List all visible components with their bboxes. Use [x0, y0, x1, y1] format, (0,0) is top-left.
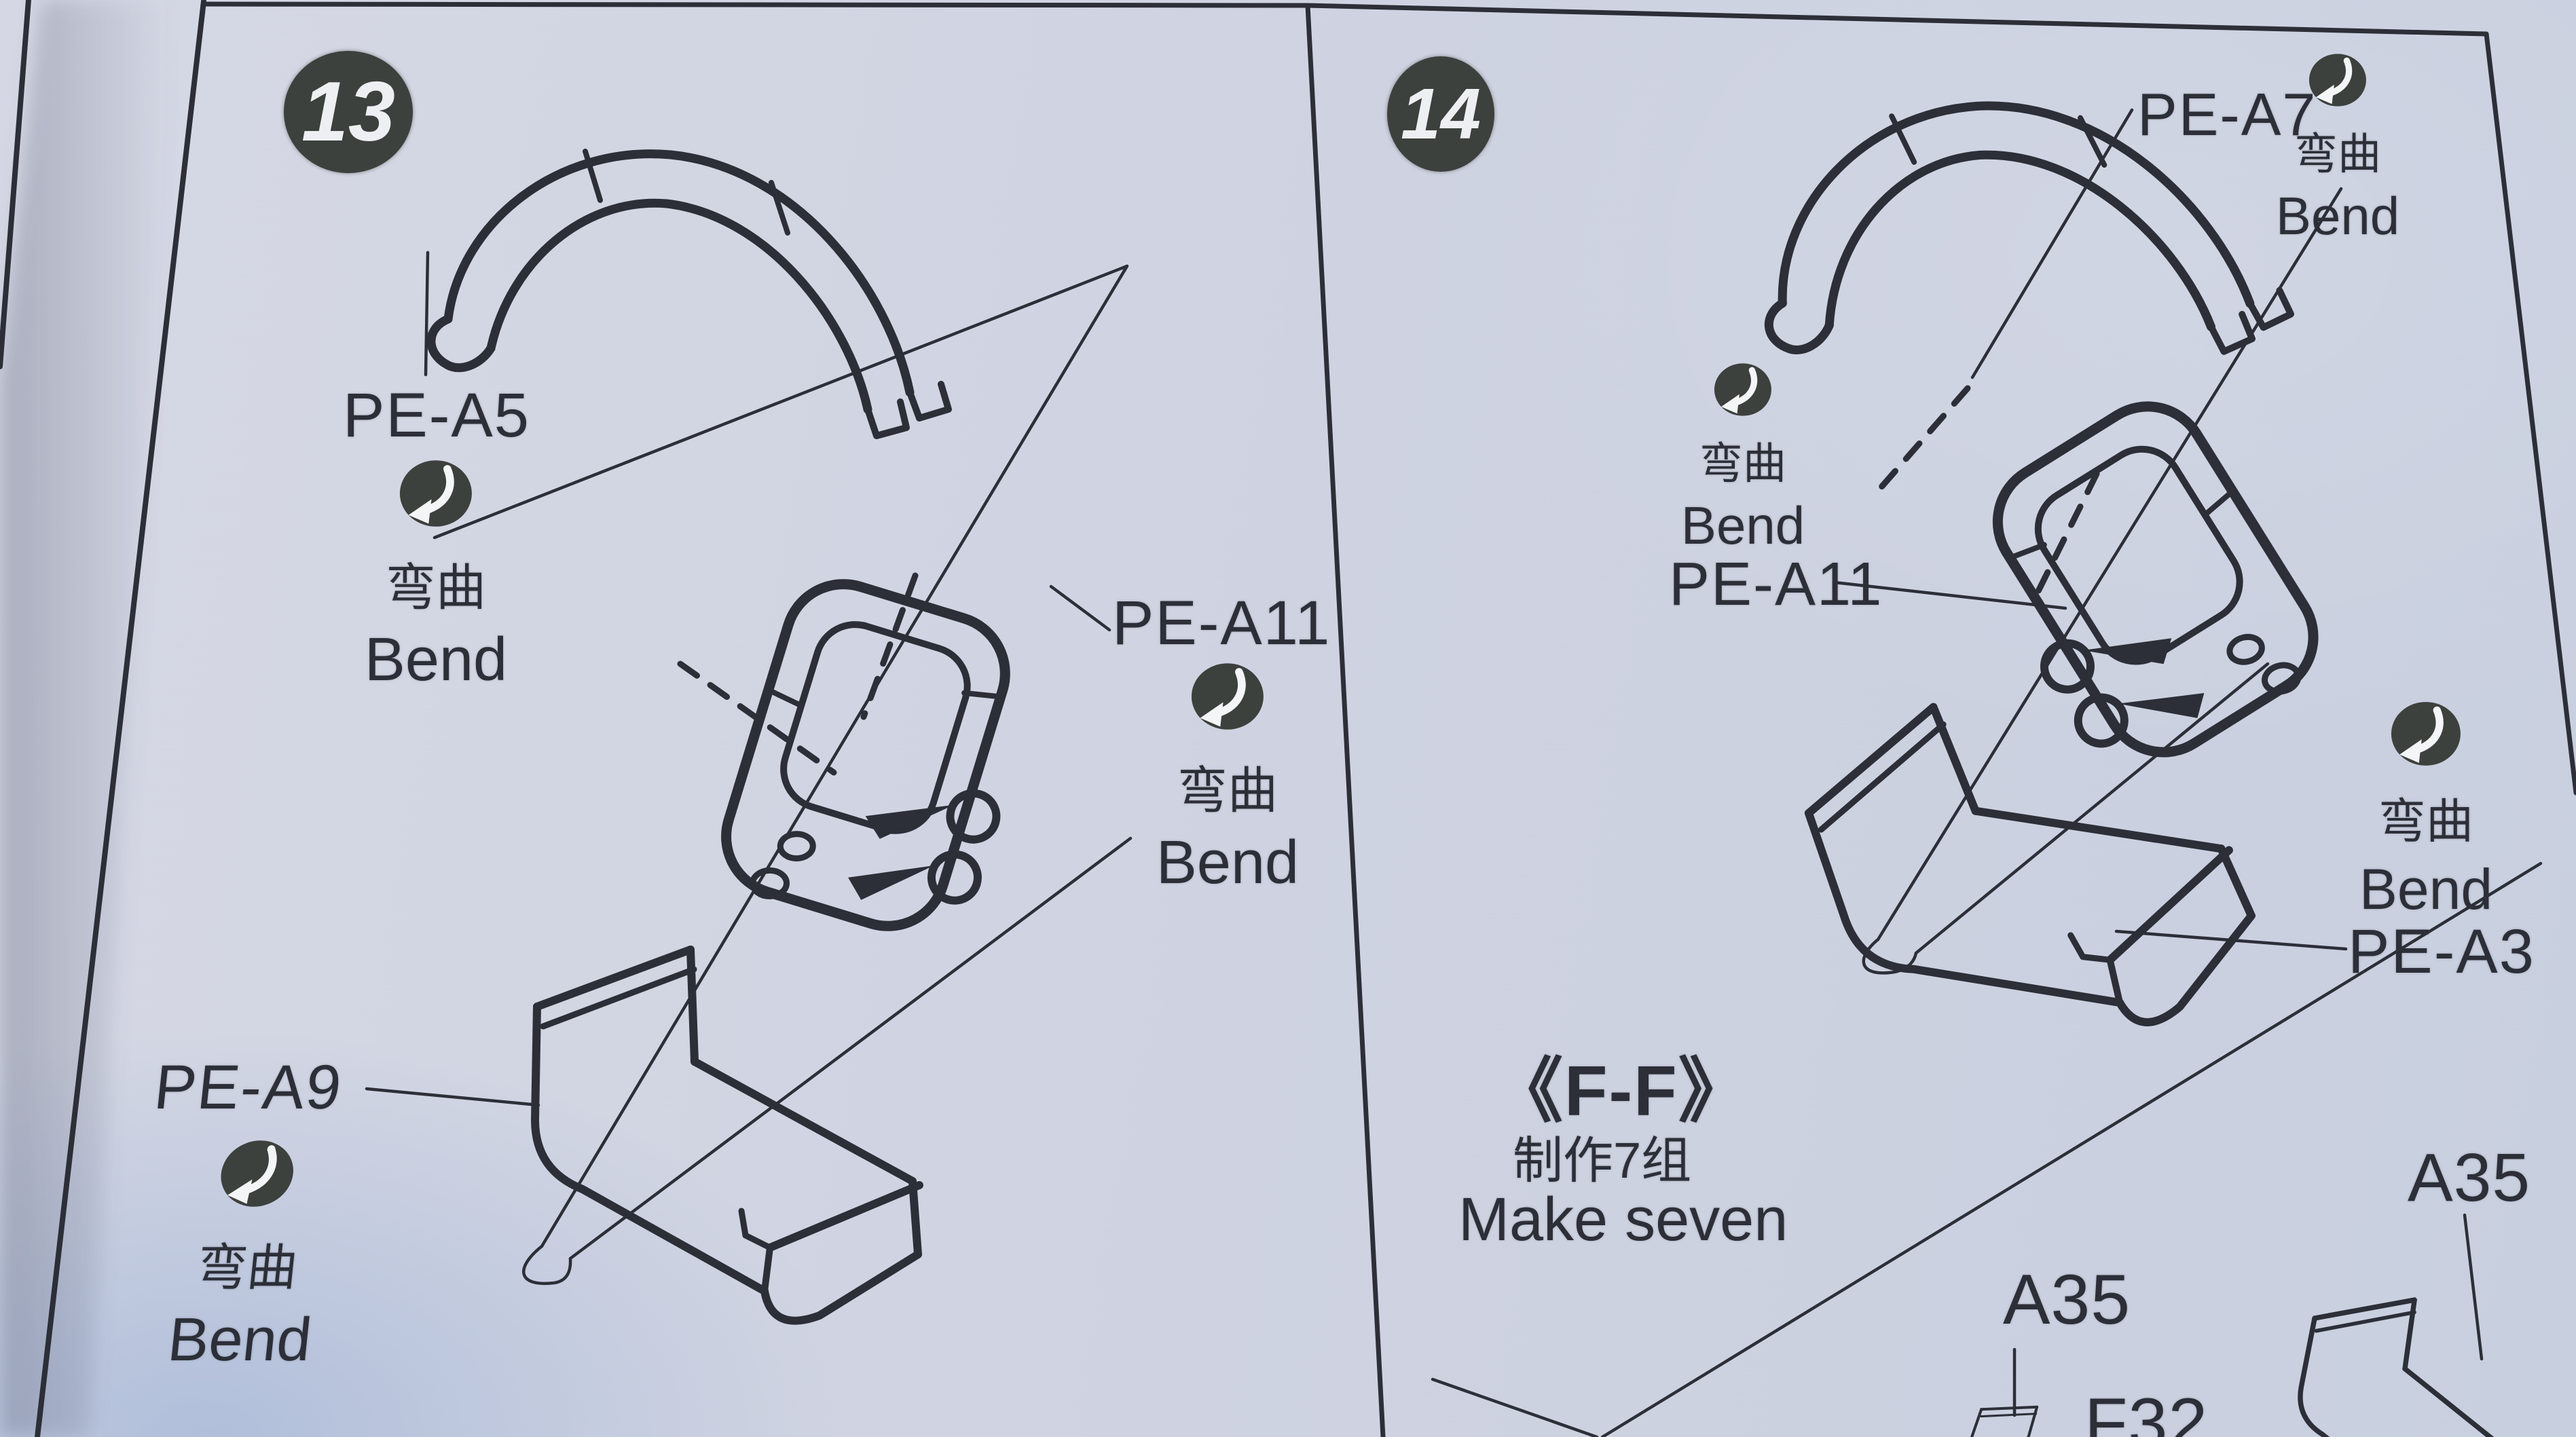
callout-a35-right: A35 — [2408, 1140, 2531, 1216]
bend-curved-arrow-icon — [399, 460, 472, 527]
bend-label-cn: 弯曲 — [1177, 762, 1278, 819]
bend-curved-arrow-icon — [221, 1140, 294, 1207]
part-label-pe-a11-right: PE-A11 — [1669, 550, 1883, 618]
step-14-number: 14 — [1401, 73, 1481, 154]
pe-a9-channel-drawing — [535, 950, 919, 1321]
bend-label-en: Bend — [1156, 829, 1300, 897]
pe-a11-buckle-drawing-right — [1949, 385, 2340, 798]
bend-curved-arrow-icon — [2391, 702, 2461, 766]
bend-label-cn: 弯曲 — [1699, 439, 1786, 488]
bend-marker-pe-a9: 弯曲 Bend — [165, 1138, 333, 1375]
page-edge — [0, 0, 171, 1437]
bend-label-en: Bend — [2275, 186, 2400, 246]
bend-curved-arrow-icon — [2308, 54, 2366, 107]
bend-label-cn: 弯曲 — [194, 1239, 301, 1296]
bend-marker-pe-a3: 弯曲 Bend — [2359, 699, 2492, 922]
bend-curved-arrow-icon — [1714, 363, 1771, 416]
part-label-pe-a5: PE-A5 — [343, 381, 530, 450]
pe-a11-buckle-drawing-left — [710, 570, 1050, 958]
callout-f32: F32 — [2084, 1384, 2209, 1437]
make-seven-label-cn: 制作7组 — [1513, 1132, 1692, 1189]
bend-label-en: Bend — [364, 626, 508, 694]
a35-bracket-drawing — [2279, 1283, 2554, 1437]
bend-label-cn: 弯曲 — [2294, 130, 2381, 179]
bend-label-en: Bend — [2359, 857, 2493, 921]
part-label-pe-a11-left: PE-A11 — [1112, 589, 1331, 658]
bend-label-en: Bend — [164, 1306, 315, 1374]
callout-a35-left: A35 — [2003, 1261, 2131, 1339]
step14-fold-dash-lines — [1871, 385, 2100, 604]
step-13-number: 13 — [301, 65, 395, 159]
step14-leader-lines — [1431, 108, 2543, 1437]
bend-label-cn: 弯曲 — [385, 559, 486, 616]
step-13-badge: 13 — [284, 51, 413, 173]
bend-label-cn: 弯曲 — [2378, 795, 2473, 848]
part-label-pe-a3: PE-A3 — [2348, 917, 2535, 986]
part-label-pe-a9: PE-A9 — [151, 1053, 346, 1122]
panel-borders — [35, 0, 2576, 1437]
step13-part-drawings — [431, 151, 1050, 1321]
bend-marker-pe-a7: 弯曲 Bend — [2276, 52, 2399, 247]
bend-marker-pe-a11-right: 弯曲 Bend — [1681, 361, 1805, 557]
bend-marker-pe-a11-left: 弯曲 Bend — [1156, 660, 1299, 898]
step13-leader-lines — [365, 250, 1133, 1286]
make-seven-label-en: Make seven — [1458, 1186, 1788, 1254]
bend-label-en: Bend — [1680, 496, 1805, 555]
step-14-badge: 14 — [1387, 56, 1494, 172]
part-label-pe-a7: PE-A7 — [2137, 81, 2317, 148]
bend-marker-pe-a5: 弯曲 Bend — [365, 458, 507, 695]
pe-a3-channel-drawing — [1787, 629, 2275, 1108]
step13-fold-dash-lines — [677, 572, 919, 776]
bend-curved-arrow-icon — [1191, 663, 1264, 730]
assembly-group-label: 《F-F》 — [1492, 1052, 1750, 1131]
